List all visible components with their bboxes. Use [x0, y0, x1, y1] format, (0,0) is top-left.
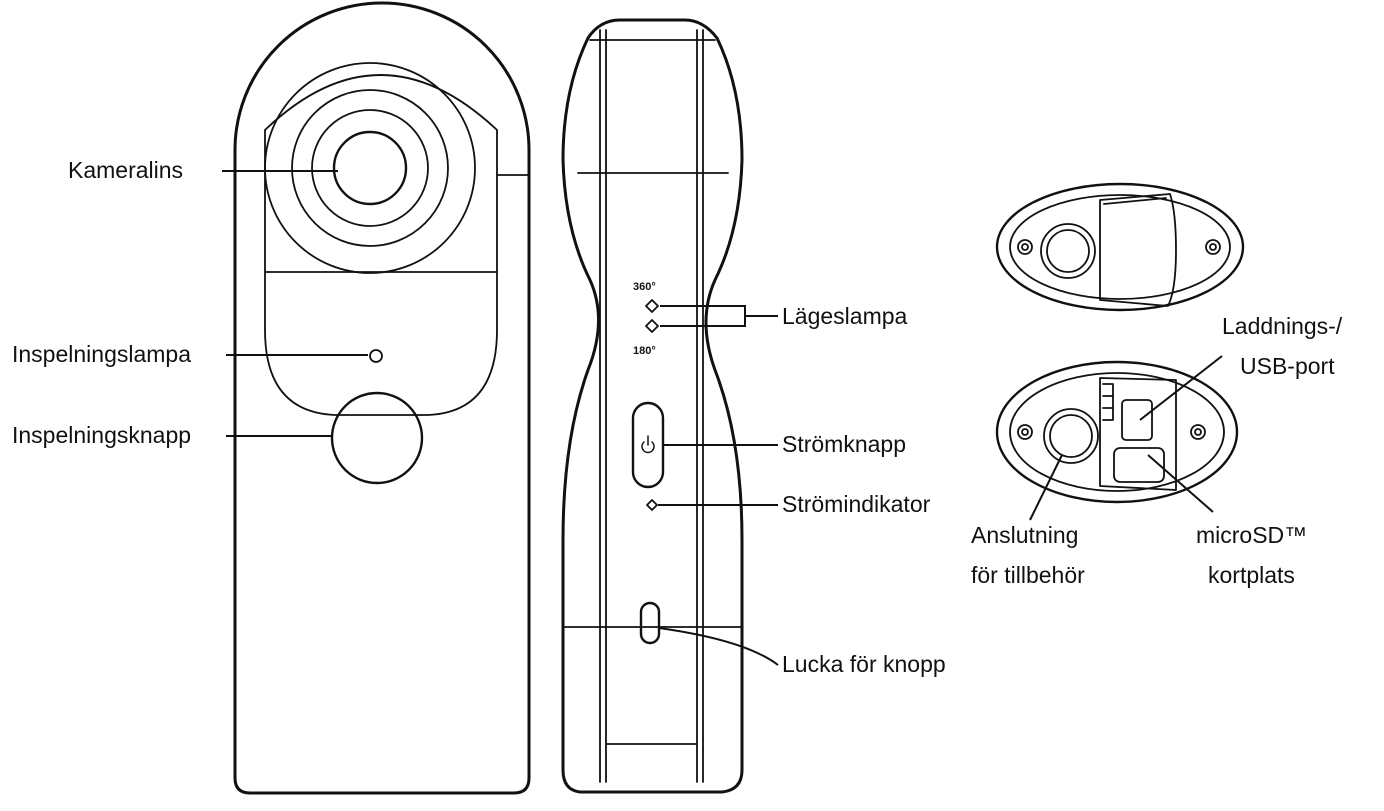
- leader-charging-port: [1139, 355, 1223, 421]
- bottom-view-cover-closed: [995, 182, 1245, 312]
- recording-lamp: [369, 349, 383, 363]
- accessory-connector: [1043, 408, 1099, 464]
- leader-button-cover: [658, 627, 779, 666]
- label-mode-lamp: Lägeslampa: [782, 303, 908, 329]
- label-recording-lamp: Inspelningslampa: [12, 341, 192, 367]
- screw-right-icon: [1205, 239, 1221, 255]
- label-button-cover: Lucka för knopp: [782, 651, 946, 677]
- leader-accessory: [1029, 454, 1063, 521]
- lens-ring-outer: [264, 62, 476, 274]
- screw-left-icon: [1017, 239, 1033, 255]
- accessory-connector-closed: [1040, 223, 1096, 279]
- leader-mode-lamp: [660, 305, 778, 327]
- label-power-indicator: Strömindikator: [782, 491, 931, 517]
- port-cover-closed: [1099, 193, 1177, 307]
- button-cover: [639, 601, 661, 645]
- label-microsd-line2: kortplats: [1208, 562, 1295, 588]
- leader-lines: [222, 170, 1223, 666]
- leader-microsd: [1147, 454, 1214, 513]
- mode-360-mark: 360°: [633, 281, 656, 293]
- label-camera-lens: Kameralins: [68, 157, 184, 183]
- label-recording-button: Inspelningsknapp: [12, 422, 192, 448]
- mode-180-mark: 180°: [633, 345, 656, 357]
- label-charging-port-line2: USB-port: [1240, 353, 1335, 379]
- label-microsd-line1: microSD™: [1196, 522, 1308, 548]
- screw-left-open-icon: [1017, 424, 1033, 440]
- label-accessory-line2: för tillbehör: [971, 562, 1085, 588]
- camera-lens: [332, 130, 408, 206]
- bottom-view-cover-open: [995, 360, 1239, 504]
- power-icon: [641, 435, 655, 454]
- mode-lamp-180: [645, 319, 659, 333]
- recording-button: [330, 391, 424, 485]
- label-accessory-line1: Anslutning: [971, 522, 1079, 548]
- mode-lamp-360: [645, 299, 659, 313]
- label-power-button: Strömknapp: [782, 431, 907, 457]
- screw-right-open-icon: [1190, 424, 1206, 440]
- power-indicator: [646, 499, 658, 511]
- usb-port: [1121, 399, 1153, 441]
- microsd-slot: [1113, 447, 1165, 483]
- lens-ring-inner: [311, 109, 429, 227]
- camera-side-view: 360° 180°: [561, 18, 744, 794]
- label-charging-port-line1: Laddnings-/: [1222, 313, 1343, 339]
- camera-front-view: [233, 1, 531, 795]
- lens-ring-middle: [291, 89, 449, 247]
